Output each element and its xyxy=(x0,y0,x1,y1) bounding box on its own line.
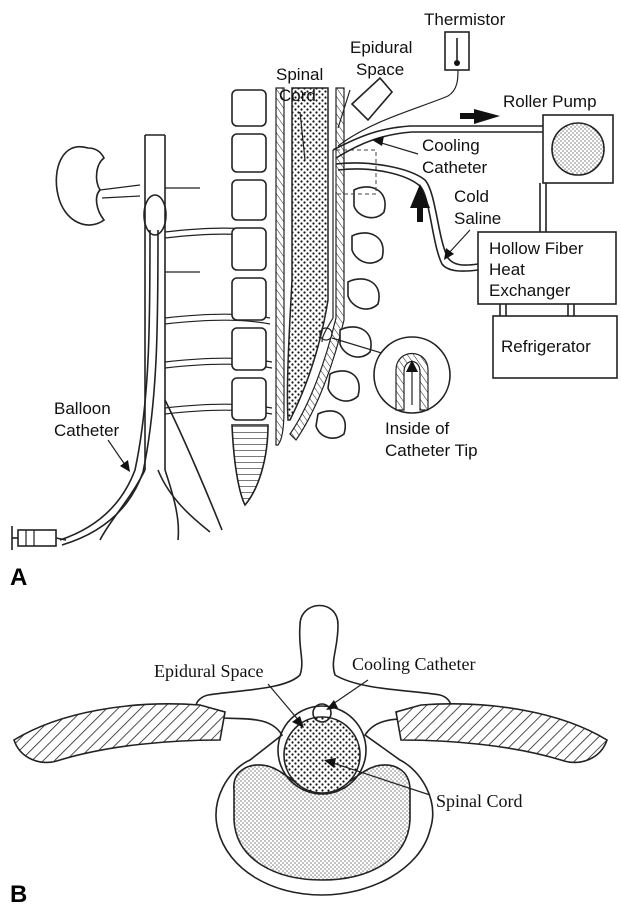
label-heat-exchanger-line3: Exchanger xyxy=(489,281,571,300)
exchanger-connector xyxy=(568,304,574,316)
rib-left xyxy=(14,704,225,762)
rib-right xyxy=(396,704,607,762)
flow-arrow-up-icon xyxy=(410,184,430,222)
label-spinal-cord-b: Spinal Cord xyxy=(436,791,523,811)
label-cooling-catheter-b: Cooling Catheter xyxy=(352,654,475,674)
panel-letter-a: A xyxy=(10,564,27,591)
label-balloon-catheter-line1: Balloon xyxy=(54,399,111,418)
balloon xyxy=(144,195,166,235)
sacrum xyxy=(232,425,268,505)
renal-vessel xyxy=(100,185,140,190)
kidney-shape xyxy=(56,147,104,225)
syringe-icon xyxy=(12,526,66,550)
label-cooling-catheter-line1: Cooling xyxy=(422,136,480,155)
renal-vessel xyxy=(102,196,140,198)
label-balloon-catheter-line2: Catheter xyxy=(54,421,120,440)
label-cold-saline-line1: Cold xyxy=(454,187,489,206)
vertebral-column xyxy=(232,90,266,420)
flow-arrow-right-icon xyxy=(460,109,500,124)
label-spinal-cord-line1: Spinal xyxy=(276,65,323,84)
thermistor-icon xyxy=(445,32,469,70)
spinal-cord-cross-section xyxy=(284,717,360,793)
cooling-catheter-leader xyxy=(378,142,418,154)
exchanger-connector xyxy=(500,304,506,316)
label-epidural-space-b: Epidural Space xyxy=(154,661,263,681)
label-roller-pump: Roller Pump xyxy=(503,92,597,111)
roller-pump-rotor xyxy=(552,123,604,175)
label-epidural-space-line2: Space xyxy=(356,60,404,79)
aorta xyxy=(145,135,165,470)
label-spinal-cord-line2: Cord xyxy=(279,86,316,105)
balloon-catheter-line xyxy=(60,230,150,540)
cooling-catheter-leader-b xyxy=(330,680,368,706)
label-cold-saline-line2: Saline xyxy=(454,209,501,228)
label-cooling-catheter-line2: Catheter xyxy=(422,158,488,177)
balloon-catheter-arrowhead xyxy=(120,460,130,472)
cold-saline-leader xyxy=(448,230,470,254)
aorta-branch-right xyxy=(158,400,222,532)
label-heat-exchanger-line2: Heat xyxy=(489,260,525,279)
label-thermistor: Thermistor xyxy=(424,10,506,29)
label-catheter-tip-line2: Catheter Tip xyxy=(385,441,478,460)
dura-wall-left xyxy=(276,88,284,445)
balloon-catheter-leader xyxy=(108,440,126,466)
label-catheter-tip-line1: Inside of xyxy=(385,419,450,438)
epidural-space-leader-b xyxy=(268,684,300,722)
label-epidural-space-line1: Epidural xyxy=(350,38,412,57)
label-refrigerator: Refrigerator xyxy=(501,337,591,356)
panel-letter-b: B xyxy=(10,881,27,908)
panel-a: Thermistor Epidural Space Spinal Cord Ro… xyxy=(10,10,617,591)
label-heat-exchanger-line1: Hollow Fiber xyxy=(489,239,584,258)
panel-b: Epidural Space Cooling Catheter Spinal C… xyxy=(10,605,607,908)
balloon-catheter-line xyxy=(62,230,158,545)
catheter-tip-detail xyxy=(374,337,450,413)
